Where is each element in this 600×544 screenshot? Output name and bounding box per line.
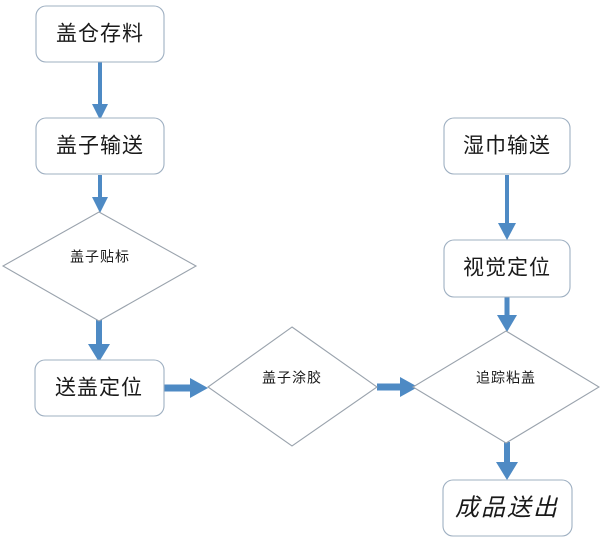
node-gaizi-tiebiao[interactable]: 盖子贴标 [1, 211, 198, 322]
edge-gaizitiebiao-to-songgaidingwei [88, 320, 110, 362]
node-label: 视觉定位 [463, 257, 551, 280]
edge-gaicang-to-gaizishusong [92, 62, 108, 120]
node-shape-rounded-rect [442, 479, 573, 537]
node-shijin-shusong[interactable]: 湿巾输送 [443, 117, 571, 175]
node-shape-diamond [1, 211, 198, 322]
node-shape-diamond [411, 330, 600, 444]
node-label: 送盖定位 [55, 377, 143, 400]
node-shape-diamond [207, 326, 378, 447]
node-label: 湿巾输送 [463, 135, 551, 158]
node-gaizi-tujiao[interactable]: 盖子涂胶 [207, 326, 378, 447]
edge-songgaidingwei-to-gaizitujiao [164, 378, 208, 398]
node-shape-rounded-rect [443, 117, 571, 175]
node-zhuizong-zhangai[interactable]: 追踪粘盖 [411, 330, 600, 444]
node-songgai-dingwei[interactable]: 送盖定位 [34, 359, 165, 417]
node-gaicang-cunliao[interactable]: 盖仓存料 [35, 5, 165, 63]
edge-shijuedingwei-to-zhuizongzhangai [497, 297, 517, 332]
edge-gaizitujiao-to-zhuizongzhangai [377, 377, 418, 397]
edge-gaizishusong-to-gaizitiebiao [92, 175, 108, 213]
node-shijue-dingwei[interactable]: 视觉定位 [443, 239, 571, 298]
node-shape-rounded-rect [443, 239, 571, 298]
connector-layer [88, 62, 518, 480]
node-label: 盖子贴标 [70, 249, 130, 265]
node-shape-rounded-rect [34, 359, 165, 417]
edge-shijinshusong-to-shijuedingwei [498, 175, 516, 240]
node-label: 追踪粘盖 [476, 370, 536, 386]
node-label: 盖仓存料 [56, 23, 144, 46]
edge-zhuizongzhangai-to-chengpinsongchu [496, 442, 518, 480]
node-shape-rounded-rect [35, 5, 165, 63]
node-gaizi-shusong[interactable]: 盖子输送 [35, 117, 165, 175]
node-chengpin-songchu[interactable]: 成品送出 [442, 479, 573, 537]
node-shape-rounded-rect [35, 117, 165, 175]
node-label: 盖子输送 [56, 135, 144, 158]
node-label: 盖子涂胶 [262, 370, 322, 386]
node-label: 成品送出 [455, 495, 559, 522]
